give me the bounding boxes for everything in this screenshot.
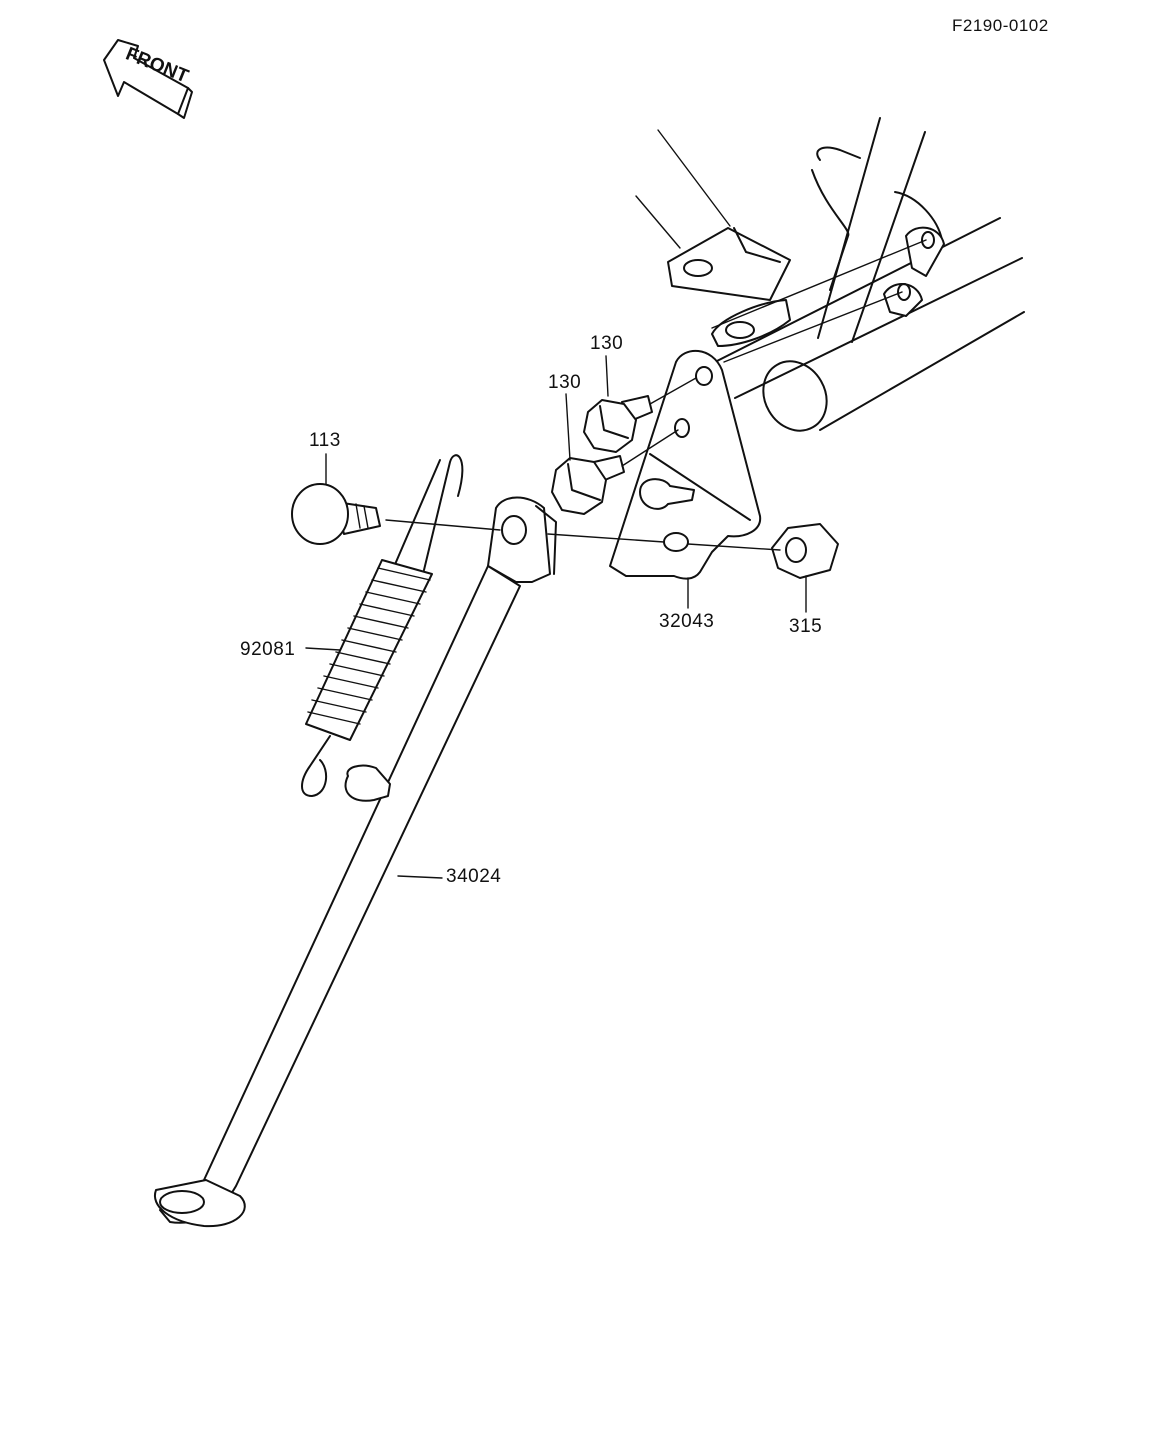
frame-mounting-lugs [667,226,945,347]
part-number-92081: 92081 [240,639,296,660]
part-number-32043: 32043 [659,611,715,632]
pin-113 [291,483,381,545]
bolt-130-lower [551,455,625,515]
frame-tubes [635,117,1025,432]
part-number-130-lower: 130 [548,372,582,393]
front-arrow-icon: FRONT [103,39,193,119]
side-stand-34024 [153,496,557,1228]
part-number-130-upper: 130 [590,333,624,354]
assembly-lines [385,239,927,551]
part-number-113: 113 [309,430,341,451]
nut-315 [771,523,839,579]
leader-lines [305,355,807,879]
bracket-32043 [609,349,762,580]
part-number-315: 315 [789,616,823,637]
document-id: F2190-0102 [952,16,1049,35]
part-number-34024: 34024 [446,866,502,887]
spring-92081 [301,454,464,797]
bolt-130-upper [583,395,653,453]
